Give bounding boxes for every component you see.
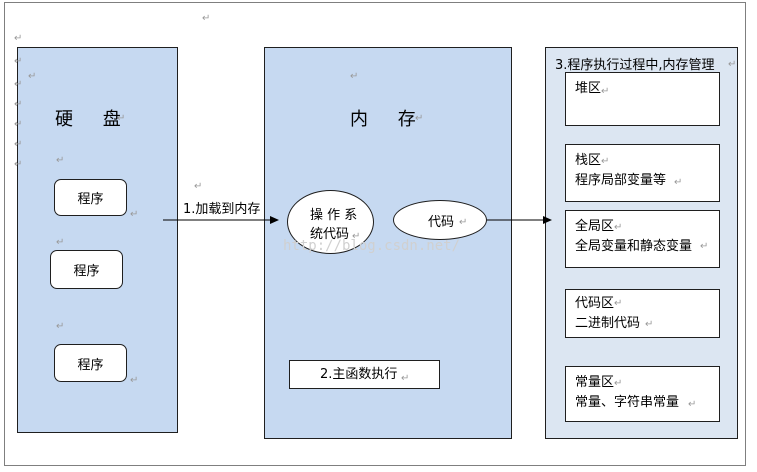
para-mark: ↵ <box>700 241 709 252</box>
code-area-box: 代码区 二进制代码 <box>565 289 720 338</box>
para-mark: ↵ <box>56 237 65 248</box>
para-mark: ↵ <box>614 378 623 389</box>
canvas-frame <box>4 2 746 466</box>
para-mark: ↵ <box>614 298 623 309</box>
para-mark: ↵ <box>601 86 610 97</box>
code-ellipse <box>393 200 487 240</box>
stack-desc: 程序局部变量等 <box>575 173 667 188</box>
code-area-desc: 二进制代码 <box>575 316 641 331</box>
para-mark: ↵ <box>614 222 623 233</box>
para-mark: ↵ <box>130 375 139 386</box>
para-mark: ↵ <box>130 209 139 220</box>
const-box: 常量区 常量、字符串常量 <box>565 366 720 422</box>
para-mark: ↵ <box>117 113 126 124</box>
para-mark: ↵ <box>14 99 23 110</box>
para-mark: ↵ <box>459 217 468 228</box>
disk-title: 硬 盘 <box>55 109 133 130</box>
main-exec-box: 2.主函数执行 <box>289 360 440 389</box>
para-mark: ↵ <box>352 231 361 242</box>
para-mark: ↵ <box>56 321 65 332</box>
const-desc: 常量、字符串常量 <box>575 395 680 410</box>
para-mark: ↵ <box>202 13 211 24</box>
para-mark: ↵ <box>688 399 697 410</box>
program-box: 程序 <box>54 344 127 382</box>
para-mark: ↵ <box>14 119 23 130</box>
para-mark: ↵ <box>401 373 410 384</box>
heap-label: 堆区 <box>575 81 602 96</box>
edge-label-load: 1.加载到内存 <box>183 202 261 217</box>
os-code-ellipse <box>287 190 374 254</box>
para-mark: ↵ <box>350 71 359 82</box>
para-mark: ↵ <box>14 159 23 170</box>
para-mark: ↵ <box>728 59 737 70</box>
para-mark: ↵ <box>601 156 610 167</box>
para-mark: ↵ <box>14 139 23 150</box>
code-label: 代码 <box>428 215 455 230</box>
para-mark: ↵ <box>14 79 23 90</box>
code-area-label: 代码区 <box>575 296 615 311</box>
stack-label: 栈区 <box>575 153 602 168</box>
program-box: 程序 <box>54 179 127 216</box>
para-mark: ↵ <box>645 319 654 330</box>
para-mark: ↵ <box>14 33 23 44</box>
global-desc: 全局变量和静态变量 <box>575 239 693 254</box>
para-mark: ↵ <box>56 155 65 166</box>
para-mark: ↵ <box>194 181 203 192</box>
para-mark: ↵ <box>14 56 23 67</box>
stack-box: 栈区 程序局部变量等 <box>565 144 720 202</box>
para-mark: ↵ <box>674 177 683 188</box>
global-box: 全局区 全局变量和静态变量 <box>565 210 720 268</box>
heap-box: 堆区 <box>565 72 720 126</box>
os-code-label-1: 操 作 系 <box>310 208 358 223</box>
para-mark: ↵ <box>415 113 424 124</box>
watermark: http://blog.csdn.net/ <box>283 238 461 254</box>
global-label: 全局区 <box>575 219 615 234</box>
memory-manage-title: 3.程序执行过程中,内存管理 <box>555 58 715 73</box>
memory-title: 内 存 <box>350 109 428 130</box>
program-box: 程序 <box>50 250 123 289</box>
const-label: 常量区 <box>575 375 615 390</box>
os-code-label-2: 统代码 <box>310 227 350 242</box>
para-mark: ↵ <box>28 71 37 82</box>
